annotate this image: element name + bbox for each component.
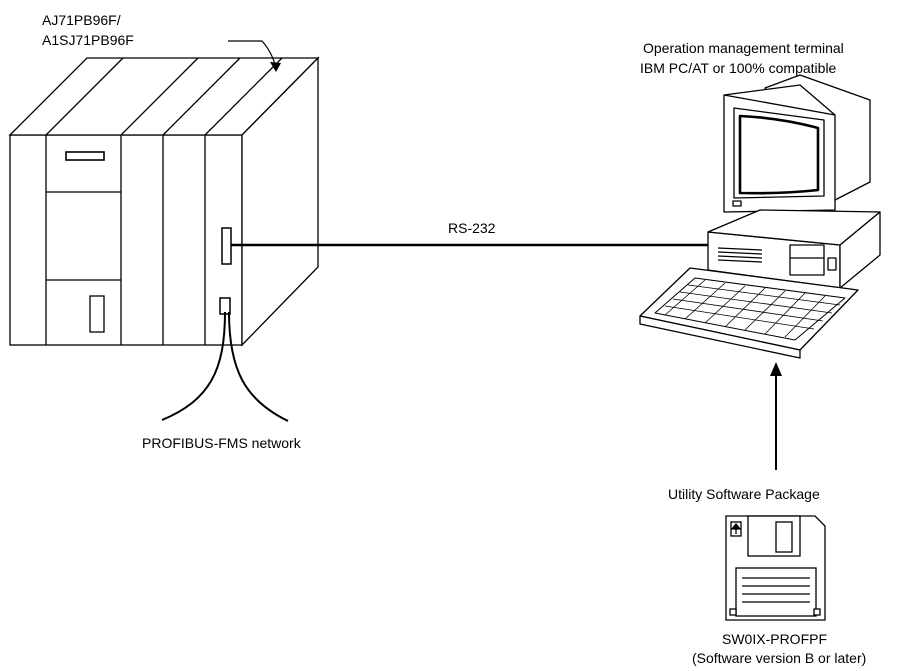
- software-version-label: (Software version B or later): [692, 650, 867, 666]
- software-name-label: SW0IX-PROFPF: [722, 631, 828, 647]
- rs232-label: RS-232: [448, 220, 496, 236]
- install-arrow: [770, 362, 782, 470]
- terminal-label-line2: IBM PC/AT or 100% compatible: [640, 60, 837, 76]
- plc-model-label-line2: A1SJ71PB96F: [42, 32, 134, 48]
- plc-rack: [8, 56, 320, 347]
- terminal-label-line1: Operation management terminal: [643, 40, 844, 56]
- plc-label-arrow: [228, 40, 281, 72]
- network-label: PROFIBUS-FMS network: [142, 435, 301, 451]
- floppy-disk-icon: [725, 515, 826, 621]
- plc-model-label-line1: AJ71PB96F/: [42, 12, 121, 28]
- utility-software-label: Utility Software Package: [668, 486, 820, 502]
- profibus-cable: [161, 311, 289, 422]
- computer-terminal: [639, 74, 881, 359]
